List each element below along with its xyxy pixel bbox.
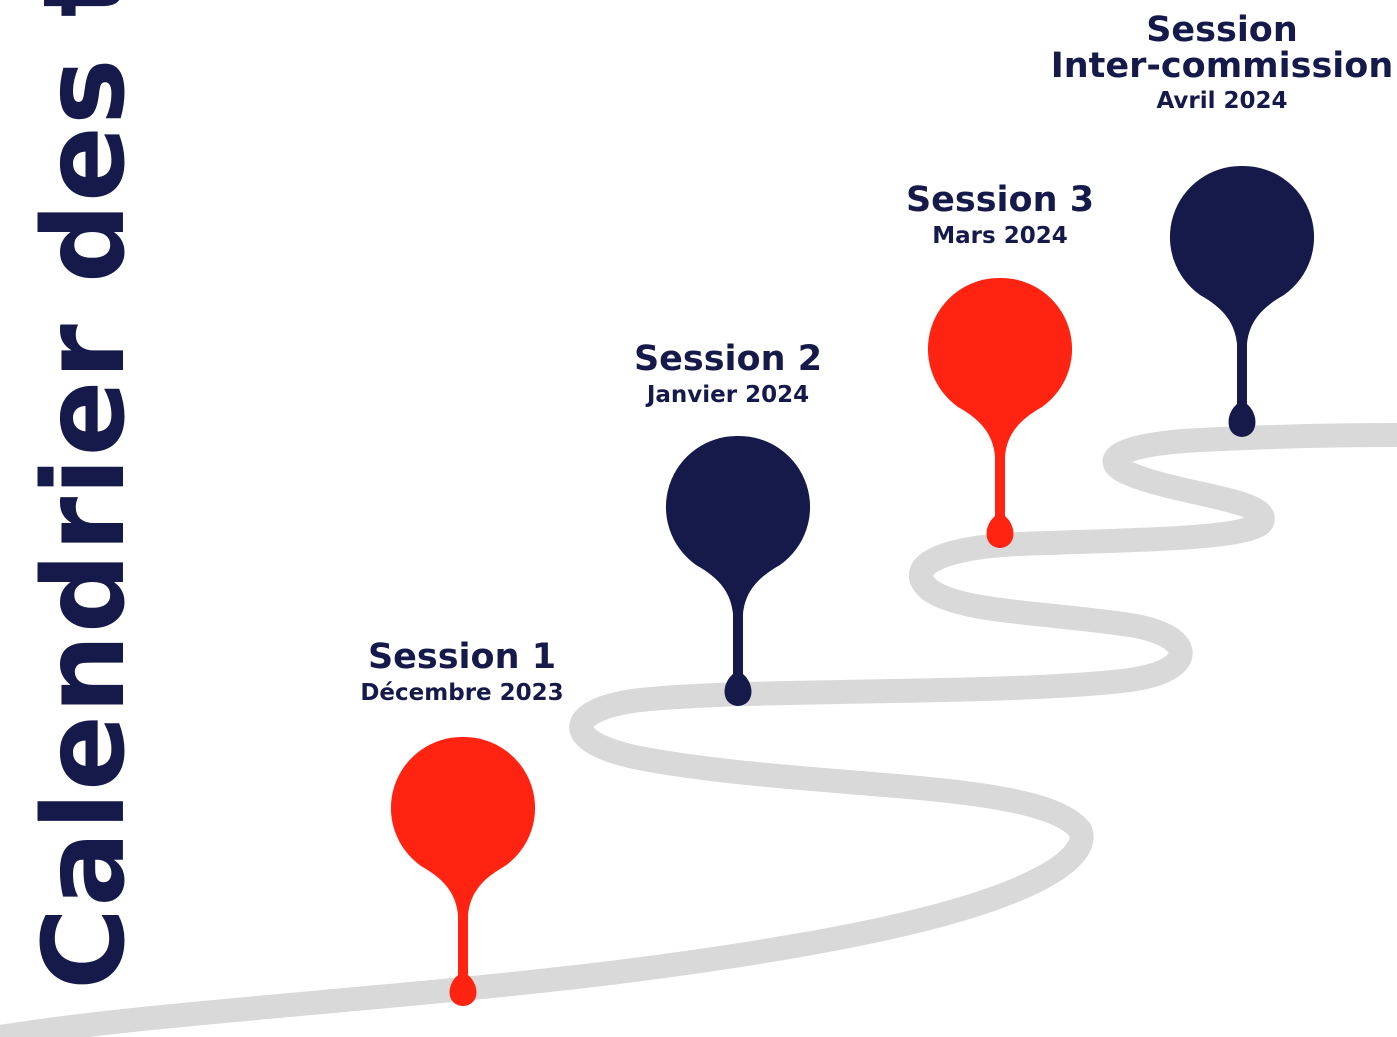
milestone-label-4: Session Inter-commission Avril 2024 (1051, 12, 1394, 118)
milestone-pin-1 (390, 736, 536, 1006)
milestone-date: Avril 2024 (1156, 88, 1288, 114)
milestone-label-1: Session 1 Décembre 2023 (360, 638, 563, 710)
milestone-date: Décembre 2023 (360, 680, 564, 706)
milestone-pin-2 (665, 435, 811, 706)
milestone-label-2: Session 2 Janvier 2024 (634, 340, 822, 412)
milestone-pin-4 (1169, 165, 1315, 438)
milestone-date: Janvier 2024 (646, 382, 810, 408)
milestone-title-line1: Session (1146, 10, 1298, 50)
milestone-title: Session 3 (905, 180, 1095, 220)
winding-road (0, 423, 1397, 1037)
milestone-date: Mars 2024 (932, 223, 1068, 249)
milestone-title: Session 2 (633, 339, 823, 379)
milestone-title-line2: Inter-commission (1050, 46, 1394, 86)
milestone-title: Session 1 (367, 637, 557, 677)
milestone-pin-3 (927, 277, 1073, 548)
milestone-label-3: Session 3 Mars 2024 (906, 181, 1094, 253)
